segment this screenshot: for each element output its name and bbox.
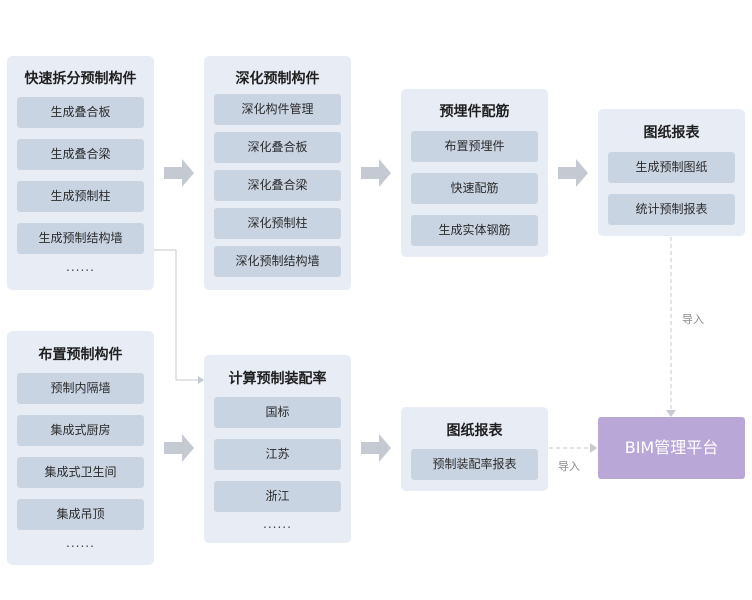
item-zhejiang[interactable]: 浙江 — [214, 481, 341, 512]
arrow-split-to-deepen — [164, 159, 194, 187]
item-deepen-column[interactable]: 深化预制柱 — [214, 208, 341, 239]
item-generate-drawings[interactable]: 生成预制图纸 — [608, 152, 735, 183]
import-label-vertical: 导入 — [682, 313, 704, 326]
more-indicator: ...... — [66, 536, 95, 550]
panel-title: 快速拆分预制构件 — [24, 71, 137, 87]
item-assembly-rate-report[interactable]: 预制装配率报表 — [411, 449, 538, 480]
panel-title: 计算预制装配率 — [228, 371, 327, 387]
item-deepen-wall[interactable]: 深化预制结构墙 — [214, 246, 341, 277]
item-generate-column[interactable]: 生成预制柱 — [17, 181, 144, 212]
more-indicator: ...... — [66, 260, 95, 274]
item-statistics-report[interactable]: 统计预制报表 — [608, 194, 735, 225]
arrow-deepen-to-embed — [361, 159, 391, 187]
item-national-standard[interactable]: 国标 — [214, 397, 341, 428]
item-generate-wall[interactable]: 生成预制结构墙 — [17, 223, 144, 254]
item-deepen-beam[interactable]: 深化叠合梁 — [214, 170, 341, 201]
bim-platform-node[interactable]: BIM管理平台 — [598, 417, 745, 479]
panel-drawings-top: 图纸报表 生成预制图纸 统计预制报表 — [598, 109, 745, 236]
panel-title: 深化预制构件 — [235, 71, 320, 87]
item-quick-rebar[interactable]: 快速配筋 — [411, 173, 538, 204]
item-solid-rebar[interactable]: 生成实体钢筋 — [411, 215, 538, 246]
more-indicator: ...... — [263, 517, 292, 531]
panel-quick-split: 快速拆分预制构件 生成叠合板 生成叠合梁 生成预制柱 生成预制结构墙 .....… — [7, 56, 154, 290]
panel-deepen: 深化预制构件 深化构件管理 深化叠合板 深化叠合梁 深化预制柱 深化预制结构墙 — [204, 56, 351, 290]
item-deepen-slab[interactable]: 深化叠合板 — [214, 132, 341, 163]
connector-split-to-rate — [154, 249, 198, 381]
item-deepen-manage[interactable]: 深化构件管理 — [214, 94, 341, 125]
item-partition-wall[interactable]: 预制内隔墙 — [17, 373, 144, 404]
item-generate-slab[interactable]: 生成叠合板 — [17, 97, 144, 128]
import-label-horizontal: 导入 — [558, 460, 580, 473]
item-integrated-ceiling[interactable]: 集成吊顶 — [17, 499, 144, 530]
item-jiangsu[interactable]: 江苏 — [214, 439, 341, 470]
panel-title: 布置预制构件 — [38, 347, 123, 363]
panel-embedded-rebar: 预埋件配筋 布置预埋件 快速配筋 生成实体钢筋 — [401, 89, 548, 257]
panel-place-prefab: 布置预制构件 预制内隔墙 集成式厨房 集成式卫生间 集成吊顶 ...... — [7, 331, 154, 565]
item-integrated-bathroom[interactable]: 集成式卫生间 — [17, 457, 144, 488]
panel-assembly-rate: 计算预制装配率 国标 江苏 浙江 ...... — [204, 355, 351, 543]
panel-drawings-bottom: 图纸报表 预制装配率报表 — [401, 407, 548, 491]
panel-title: 预埋件配筋 — [439, 104, 510, 120]
arrow-rate-to-drawings — [361, 434, 391, 462]
arrow-embed-to-drawings — [558, 159, 588, 187]
panel-title: 图纸报表 — [446, 423, 503, 439]
item-place-embedded[interactable]: 布置预埋件 — [411, 131, 538, 162]
item-generate-beam[interactable]: 生成叠合梁 — [17, 139, 144, 170]
panel-title: 图纸报表 — [643, 125, 700, 141]
arrow-place-to-rate — [164, 434, 194, 462]
item-integrated-kitchen[interactable]: 集成式厨房 — [17, 415, 144, 446]
